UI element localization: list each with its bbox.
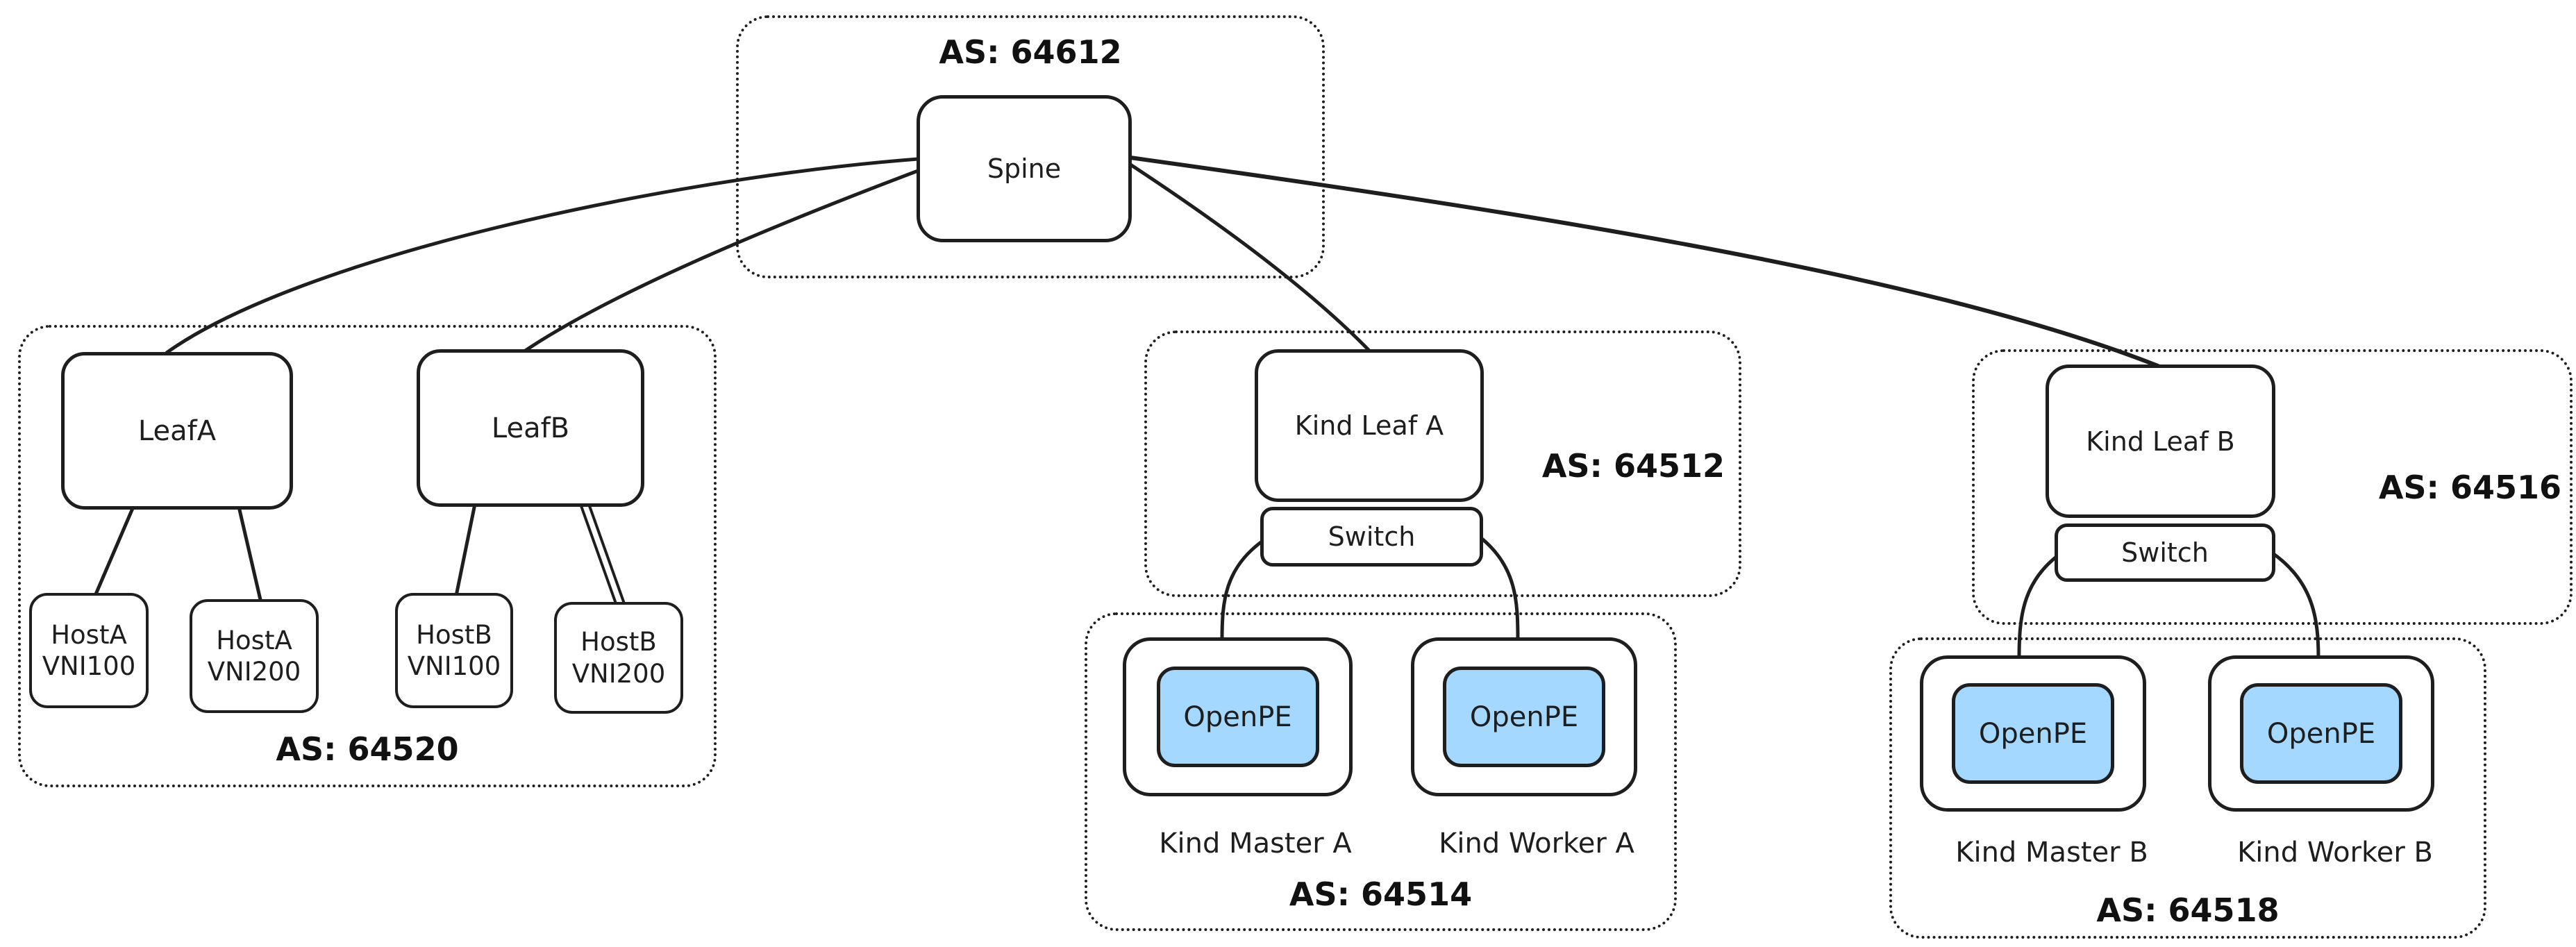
node-kind-leaf-b: Kind Leaf B: [2046, 364, 2275, 518]
as-64516-label: AS: 64516: [2378, 469, 2561, 506]
openpe-label: OpenPE: [1978, 717, 2088, 750]
hosta-vni200-line1: HostA: [216, 625, 292, 655]
group-as-64612: AS: 64612: [736, 15, 1325, 278]
openpe-box-master-b: OpenPE: [1952, 683, 2114, 784]
switch-a-label: Switch: [1328, 521, 1416, 552]
edge-leafb-hostb-vni200-b: [587, 503, 626, 607]
group-as-64518: AS: 64518: [1889, 637, 2486, 939]
hostb-vni200-line1: HostB: [580, 627, 657, 657]
openpe-label: OpenPE: [1183, 701, 1292, 733]
edge-switcha-kind-master-a: [1220, 538, 1266, 642]
caption-kind-master-b: Kind Master B: [1955, 837, 2148, 869]
group-as-64520: AS: 64520: [18, 325, 717, 787]
node-hostb-vni100: HostB VNI100: [395, 593, 513, 708]
kind-leaf-b-label: Kind Leaf B: [2086, 426, 2235, 457]
openpe-box-worker-a: OpenPE: [1443, 667, 1605, 767]
edge-spine-kind-leaf-b: [1128, 156, 2160, 368]
node-leafa: LeafA: [61, 352, 293, 510]
node-kind-worker-a: OpenPE: [1411, 637, 1637, 796]
node-hosta-vni100: HostA VNI100: [29, 593, 149, 708]
node-kind-worker-b: OpenPE: [2208, 655, 2434, 812]
group-as-64516: AS: 64516: [1972, 349, 2573, 625]
node-hosta-vni200: HostA VNI200: [190, 599, 319, 713]
edge-leafa-hosta-vni100: [93, 505, 135, 598]
node-spine-label: Spine: [987, 153, 1062, 184]
as-64512-label: AS: 64512: [1541, 447, 1725, 485]
node-switch-a: Switch: [1260, 507, 1483, 567]
switch-b-label: Switch: [2121, 537, 2209, 568]
node-leafb-label: LeafB: [491, 412, 570, 444]
caption-kind-worker-b: Kind Worker B: [2237, 837, 2433, 869]
node-switch-b: Switch: [2055, 523, 2275, 582]
edge-switchb-kind-master-b: [2017, 553, 2060, 660]
hosta-vni100-line2: VNI100: [42, 651, 136, 681]
node-kind-master-b: OpenPE: [1920, 655, 2146, 812]
node-hostb-vni200: HostB VNI200: [554, 602, 683, 714]
group-as-64512: AS: 64512: [1144, 330, 1741, 597]
edge-switcha-kind-worker-a: [1478, 535, 1520, 642]
openpe-box-worker-b: OpenPE: [2240, 683, 2402, 784]
node-leafa-label: LeafA: [137, 414, 217, 447]
as-64520-label: AS: 64520: [276, 730, 459, 768]
edge-spine-leafa: [165, 157, 920, 355]
edge-spine-kind-leaf-a: [1128, 162, 1371, 353]
edge-leafa-hosta-vni200: [237, 505, 263, 605]
node-spine: Spine: [917, 95, 1132, 242]
as-64612-label: AS: 64612: [939, 33, 1122, 71]
edge-leafb-hostb-vni200: [579, 503, 618, 607]
edge-leafb-hostb-vni100: [454, 502, 477, 598]
hostb-vni100-line1: HostB: [416, 619, 492, 650]
node-kind-leaf-a: Kind Leaf A: [1255, 349, 1484, 502]
group-as-64514: AS: 64514: [1085, 612, 1677, 931]
openpe-label: OpenPE: [2266, 717, 2376, 750]
as-64514-label: AS: 64514: [1289, 875, 1473, 913]
edge-switchb-kind-worker-b: [2270, 551, 2320, 660]
caption-kind-master-a: Kind Master A: [1159, 828, 1352, 860]
as-64518-label: AS: 64518: [2096, 891, 2280, 929]
openpe-box-master-a: OpenPE: [1156, 667, 1319, 767]
node-leafb: LeafB: [417, 349, 644, 507]
hosta-vni200-line2: VNI200: [207, 657, 301, 687]
hostb-vni100-line2: VNI100: [407, 651, 501, 681]
hosta-vni100-line1: HostA: [51, 619, 127, 650]
kind-leaf-a-label: Kind Leaf A: [1294, 410, 1444, 441]
hostb-vni200-line2: VNI200: [571, 658, 666, 689]
caption-kind-worker-a: Kind Worker A: [1439, 828, 1634, 860]
node-kind-master-a: OpenPE: [1123, 637, 1353, 796]
openpe-label: OpenPE: [1469, 701, 1579, 733]
